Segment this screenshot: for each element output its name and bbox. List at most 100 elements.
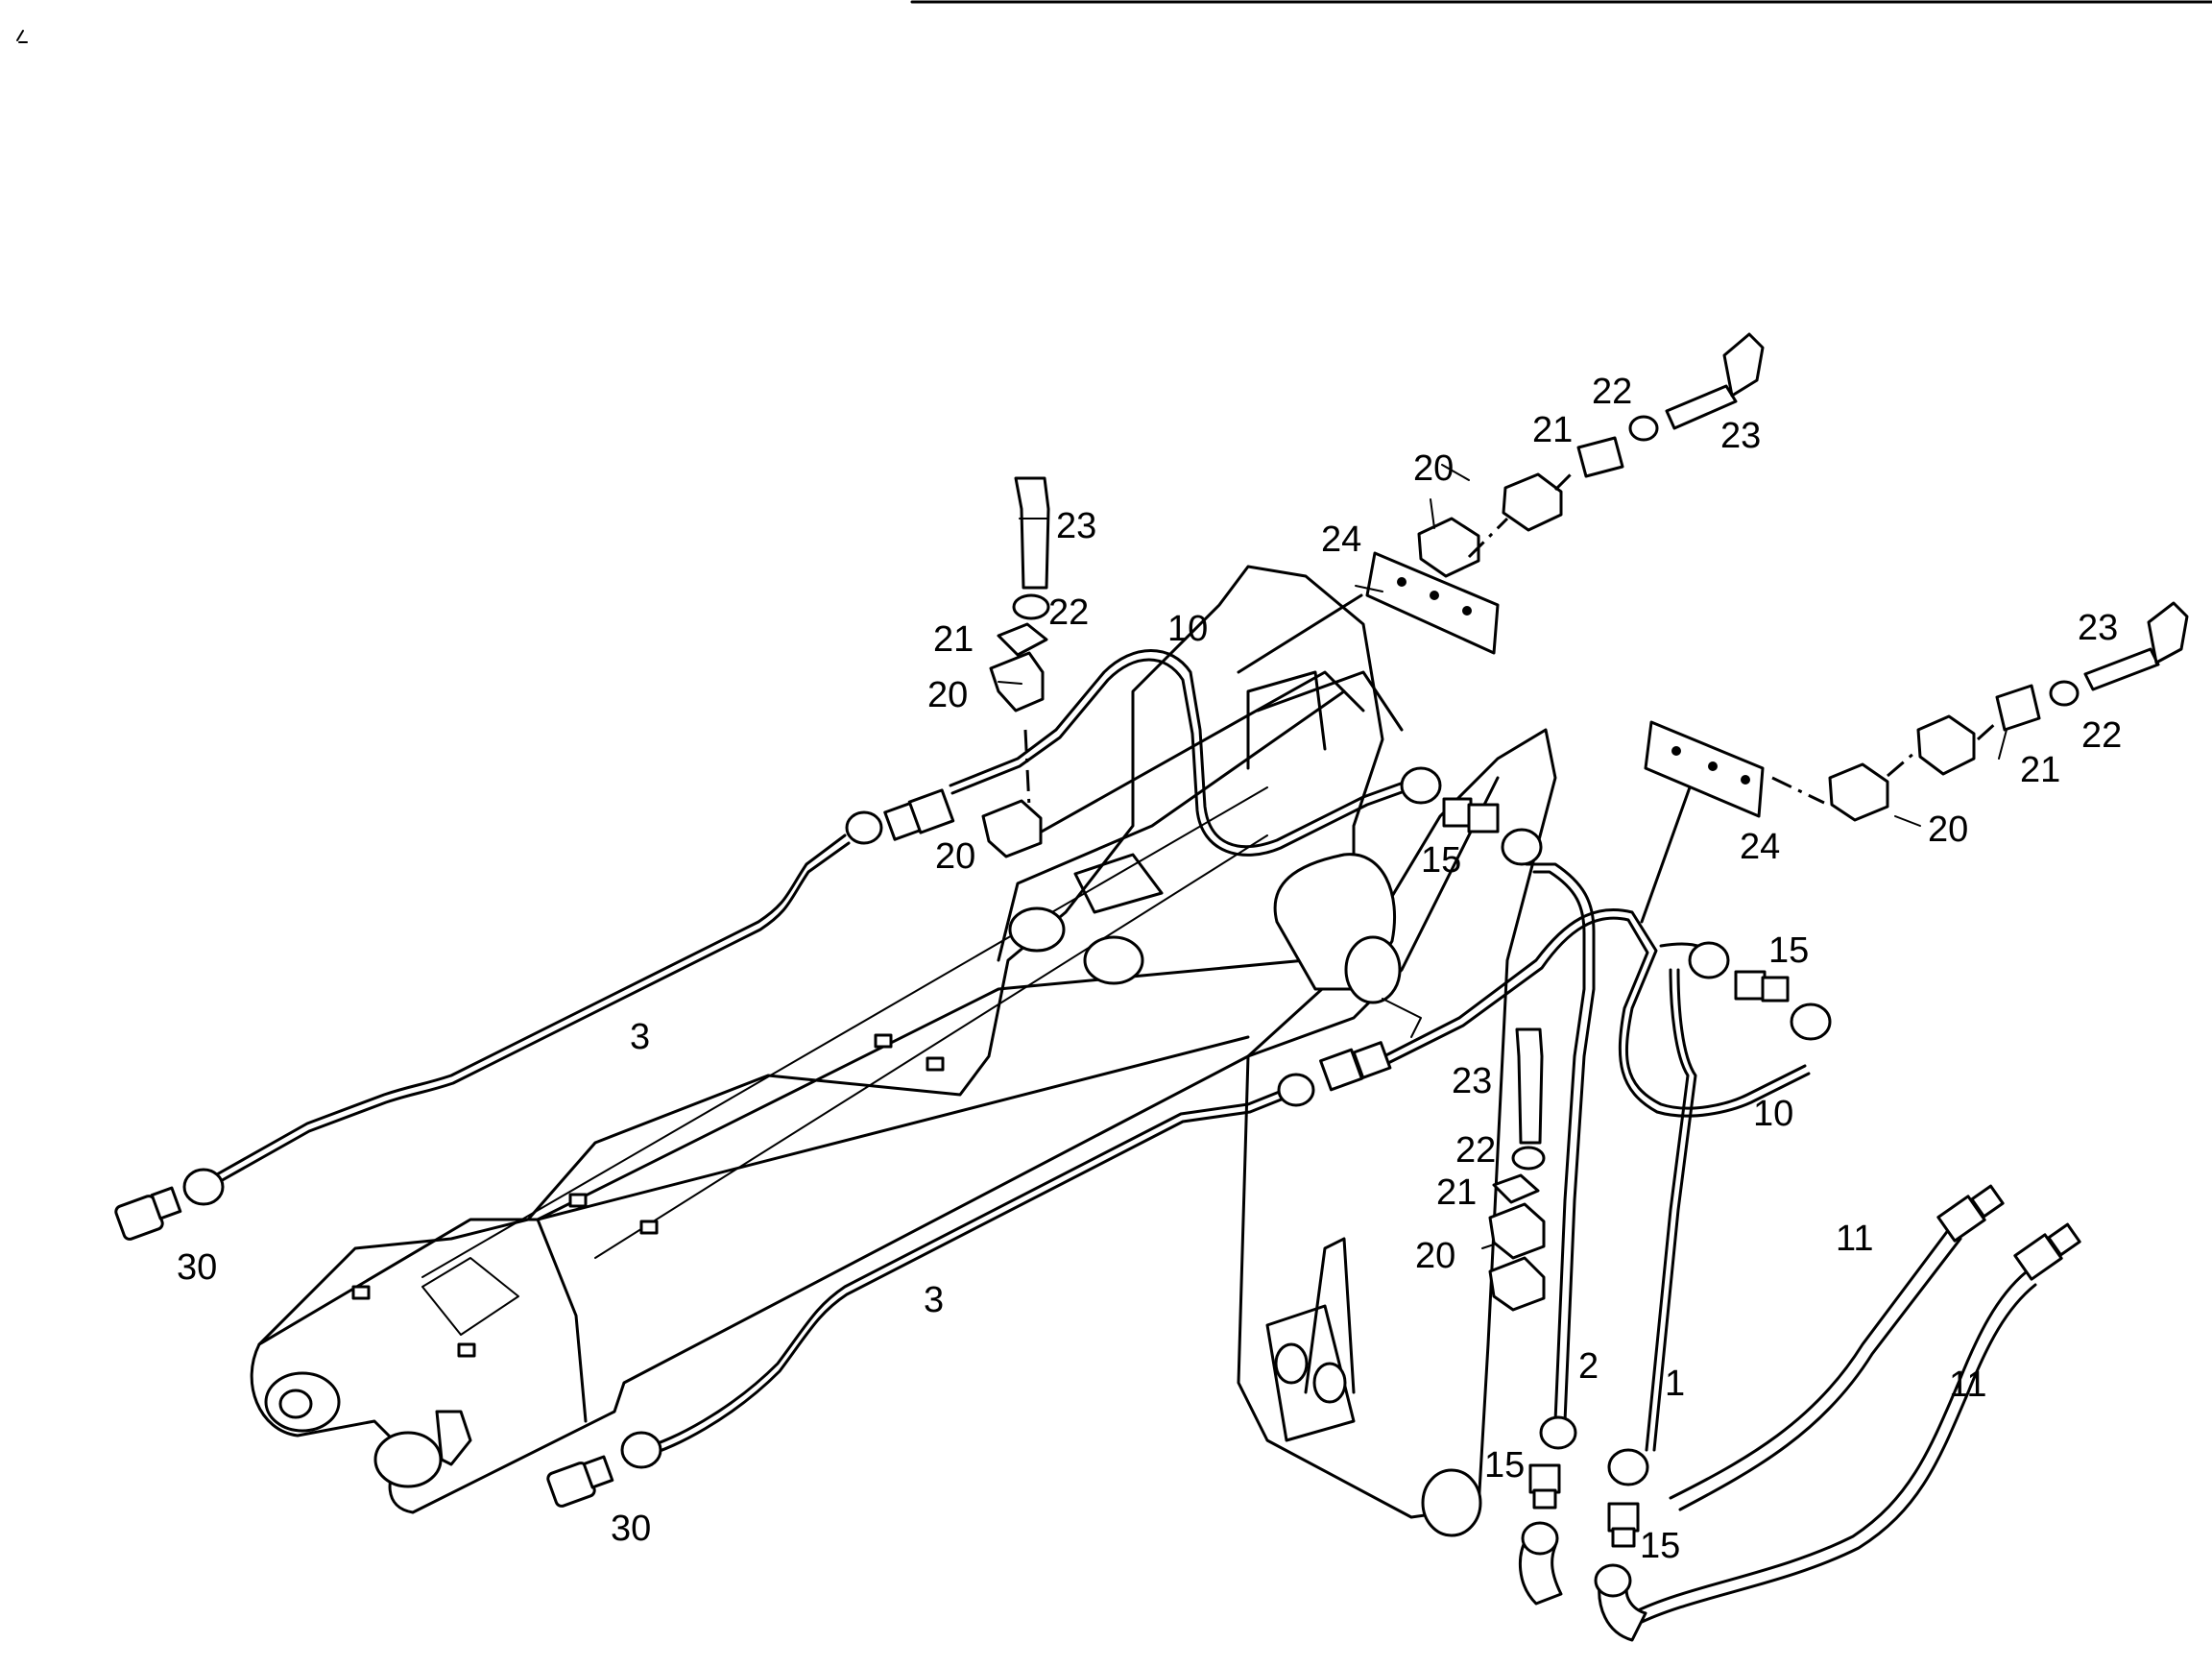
pipe-3-upper-b: [202, 841, 851, 1193]
pipe-3-lower-b: [643, 1091, 1300, 1458]
upright-column: [1237, 728, 1557, 1537]
leader-line: [1640, 785, 1692, 924]
pipe-3-lower: [641, 1083, 1298, 1450]
column-head-pin: [1344, 935, 1402, 1004]
callout-24-right: 24: [1740, 827, 1780, 867]
plate-21: [1995, 684, 2041, 732]
callout-22-middle: 22: [1455, 1130, 1496, 1171]
elbow-right: [1594, 1563, 1647, 1642]
washer-22: [1628, 415, 1659, 442]
clamp-20: [1417, 517, 1480, 578]
boom-web-2: [1246, 670, 1327, 770]
boom-lower-edge: [257, 1035, 1250, 1346]
bolt-23-shank: [1665, 384, 1738, 430]
pipes: [200, 649, 2037, 1627]
boom-mid: [1016, 670, 1365, 847]
tab: [926, 1056, 945, 1072]
bar-24: [1644, 720, 1765, 818]
callout-2: 2: [1578, 1346, 1599, 1387]
pipe-3-upper: [200, 834, 847, 1185]
callout-10-upper: 10: [1167, 609, 1208, 649]
tab: [874, 1033, 893, 1049]
callout-11-lower: 11: [1949, 1365, 1986, 1405]
callout-15-right: 15: [1768, 930, 1809, 971]
hose-11-a-end: [1936, 1184, 2005, 1243]
scan-mark: [16, 30, 28, 43]
pipe-10-upper: [949, 649, 1413, 849]
clamp-assembly-left: [981, 476, 1050, 858]
center-line: [1023, 729, 1031, 808]
boom-top-slot: [1073, 853, 1164, 914]
callout-20-top: 20: [1413, 448, 1454, 489]
tab: [457, 1342, 476, 1358]
callout-22-right: 22: [2081, 715, 2122, 756]
column-lug: [1265, 1304, 1356, 1442]
hose-11-a: [1669, 1227, 1951, 1500]
hose-11-b-end: [2013, 1222, 2081, 1281]
nut: [1539, 1415, 1577, 1450]
callout-1: 1: [1665, 1364, 1685, 1404]
boom-top-edge: [536, 958, 1308, 1221]
pipe-1-b: [1652, 968, 1697, 1452]
boom-pin-hole-left: [264, 1371, 341, 1433]
pipe-2-b: [1532, 870, 1586, 1423]
tab: [351, 1285, 371, 1300]
clamp-20: [1828, 762, 1889, 822]
bolt-23-head: [1722, 332, 1765, 398]
washer-22: [2049, 680, 2080, 707]
hose-11-a-b: [1678, 1237, 1962, 1511]
clamp-20-bottom: [981, 799, 1043, 858]
callout-20-left-top: 20: [927, 675, 968, 715]
boom-pin-hole-right: [373, 1431, 443, 1488]
pipe-2: [1525, 862, 1596, 1423]
column-hole: [1312, 1362, 1347, 1404]
callout-3-upper: 3: [630, 1017, 650, 1057]
column-slot: [1304, 1237, 1356, 1394]
callout-22-left: 22: [1048, 592, 1089, 633]
callout-11-upper: 11: [1836, 1219, 1873, 1259]
pipe-1: [1645, 968, 1690, 1452]
washer-22: [1012, 593, 1050, 620]
fitting-15-right: [1734, 970, 1790, 1003]
callout-23-left: 23: [1056, 506, 1096, 546]
nut: [1501, 828, 1543, 866]
clamp-20b: [1916, 714, 1976, 776]
bolt-23: [1014, 476, 1050, 590]
pipe-10-lower-b: [1369, 916, 1811, 1118]
plug-30-left: [114, 1168, 225, 1241]
callout-15-bottom-left: 15: [1484, 1445, 1525, 1486]
clamp-20b: [1502, 472, 1563, 532]
clamp-20-top: [989, 651, 1045, 713]
callout-21-right: 21: [2020, 750, 2060, 790]
boom-nose-edge: [536, 1218, 588, 1423]
callout-10-lower: 10: [1753, 1094, 1793, 1134]
boom-mid-plate: [1256, 670, 1404, 732]
callout-3-lower: 3: [924, 1280, 944, 1320]
callout-21-middle: 21: [1436, 1172, 1477, 1213]
plate-21: [997, 622, 1048, 657]
nut: [1790, 1003, 1832, 1041]
fitting-15-bottom-right: [1607, 1502, 1640, 1548]
bolt-23-head: [2147, 601, 2189, 664]
boom-cutout: [421, 1257, 519, 1336]
callout-20-left-bottom: 20: [935, 836, 975, 877]
pipe-10-lower: [1367, 907, 1807, 1110]
elbow-left: [1518, 1521, 1563, 1606]
fitting-union-upper: [883, 788, 955, 841]
boom-latch: [435, 1410, 472, 1466]
boom-web: [997, 689, 1346, 962]
clamp-assembly-middle: [1488, 1027, 1546, 1312]
boom-top-pin-hole-b: [1083, 935, 1144, 985]
hose-11-b-b: [1634, 1283, 2037, 1627]
callout-15-bottom-right: 15: [1640, 1526, 1680, 1566]
callout-30-left: 30: [177, 1247, 217, 1288]
clamp-assembly-top: [1237, 332, 1765, 674]
nut: [1400, 766, 1442, 805]
column-head-edge: [1382, 998, 1422, 1038]
plate-21: [1492, 1173, 1540, 1204]
nut: [1277, 1073, 1315, 1107]
column-bottom-pin: [1421, 1468, 1482, 1537]
fitting-15-upper: [1442, 797, 1500, 834]
clamp-assembly-right: [1640, 601, 2189, 924]
